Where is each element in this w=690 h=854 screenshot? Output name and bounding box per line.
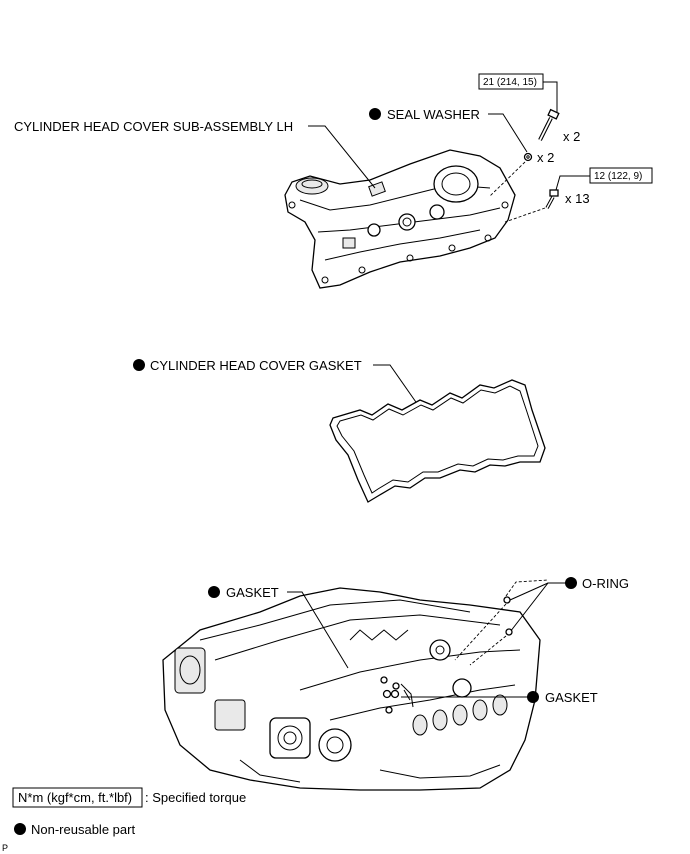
o-ring-label: O-RING	[582, 576, 629, 591]
gasket-part-4	[390, 689, 400, 699]
footer-code: P	[2, 843, 8, 853]
head-cover-label: CYLINDER HEAD COVER SUB-ASSEMBLY LH	[14, 119, 293, 134]
non-reusable-bullet-o-ring	[565, 577, 577, 589]
gasket-part-3	[382, 689, 392, 699]
o-ring-dashed-line-lower	[469, 635, 507, 666]
seal-washer-icon	[523, 152, 533, 162]
non-reusable-bullet-gasket-right	[527, 691, 539, 703]
legend-torque-unit: N*m (kgf*cm, ft.*lbf)	[18, 790, 132, 805]
o-ring-part-lower	[505, 628, 513, 636]
non-reusable-bullet-gasket-top	[208, 586, 220, 598]
seal-washer-label: SEAL WASHER	[387, 107, 480, 122]
cover-gasket-leader	[373, 364, 419, 406]
cylinder-head-cover-gasket-illustration	[329, 379, 546, 503]
short-bolt-qty: x 13	[565, 191, 590, 206]
gasket-part-2	[392, 682, 400, 690]
torque-value-long-bolt: 21 (214, 15)	[483, 77, 537, 88]
gasket-top-label: GASKET	[226, 585, 279, 600]
gasket-right-label: GASKET	[545, 690, 598, 705]
seal-washer-dashed-line	[489, 161, 526, 197]
seal-washer-leader	[488, 113, 528, 153]
long-bolt-qty: x 2	[563, 129, 580, 144]
o-ring-dashed-line-upper	[505, 579, 549, 597]
legend-non-reusable-bullet	[14, 823, 26, 835]
torque-leader-long-bolt	[543, 81, 558, 112]
non-reusable-bullet-seal-washer	[369, 108, 381, 120]
legend-torque-desc: : Specified torque	[145, 790, 246, 805]
o-ring-dashed-line-to-engine	[454, 603, 507, 661]
head-cover-leader	[308, 125, 376, 189]
o-ring-leader-upper	[509, 582, 549, 601]
short-bolt-icon	[545, 189, 559, 209]
long-bolt-icon	[538, 108, 560, 141]
engine-block-illustration	[162, 587, 541, 791]
legend-non-reusable-label: Non-reusable part	[31, 822, 135, 837]
cylinder-head-cover-illustration	[284, 149, 516, 289]
gasket-part-5	[385, 706, 393, 714]
legend-torque-box	[12, 787, 143, 808]
gasket-top-leader	[287, 591, 349, 669]
torque-value-short-bolt: 12 (122, 9)	[594, 171, 642, 182]
cover-gasket-label: CYLINDER HEAD COVER GASKET	[150, 358, 362, 373]
non-reusable-bullet-cover-gasket	[133, 359, 145, 371]
short-bolt-dashed-line	[504, 207, 546, 223]
torque-leader-short-bolt	[555, 175, 590, 191]
seal-washer-qty: x 2	[537, 150, 554, 165]
gasket-part-1	[380, 676, 388, 684]
o-ring-part-upper	[503, 596, 511, 604]
